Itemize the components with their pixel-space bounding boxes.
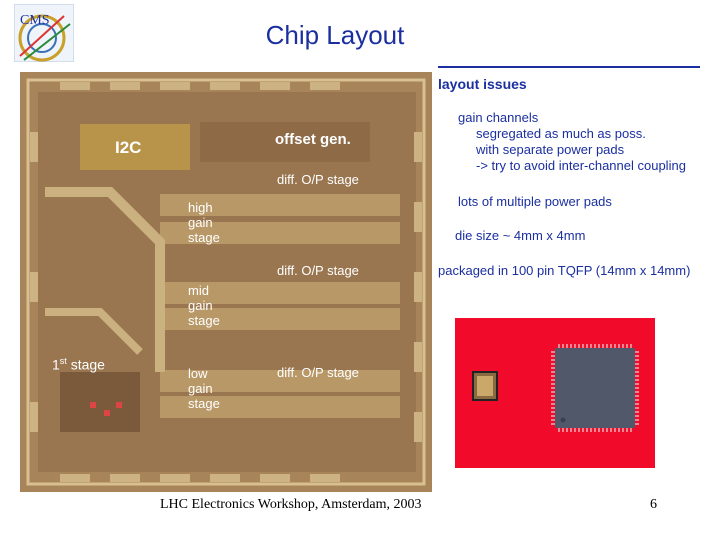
note-line: -> try to avoid inter-channel coupling <box>476 158 686 173</box>
gain-channels-note: gain channels segregated as much as poss… <box>458 110 718 174</box>
issues-heading: layout issues <box>438 76 527 92</box>
die-photo: I2C offset gen. diff. O/P stage high gai… <box>20 72 432 492</box>
page-number: 6 <box>650 497 657 512</box>
label-line: stage <box>188 230 220 245</box>
label-line: mid <box>188 283 209 298</box>
die-label-diff-op-1: diff. O/P stage <box>277 172 359 187</box>
package-photo <box>455 318 655 468</box>
die-label-first-stage: 1st stage <box>52 354 105 373</box>
note-line: segregated as much as poss. <box>476 126 646 141</box>
package-note: packaged in 100 pin TQFP (14mm x 14mm) <box>438 263 691 278</box>
title-rule <box>438 66 700 68</box>
footer-text: LHC Electronics Workshop, Amsterdam, 200… <box>160 497 422 512</box>
die-size-note: die size ~ 4mm x 4mm <box>455 228 586 243</box>
die-label-low-gain: low gain stage <box>188 366 220 411</box>
label-line: stage <box>188 396 220 411</box>
die-layout-graphic <box>20 72 432 492</box>
die-label-offset: offset gen. <box>275 131 351 148</box>
svg-text:CMS: CMS <box>20 13 50 28</box>
label-part: 1 <box>52 356 60 373</box>
label-line: low <box>188 366 208 381</box>
die-label-diff-op-2: diff. O/P stage <box>277 263 359 278</box>
label-line: stage <box>188 313 220 328</box>
label-part: stage <box>66 356 105 373</box>
note-line: with separate power pads <box>476 142 625 157</box>
page-title: Chip Layout <box>265 20 405 50</box>
cms-logo: CMS <box>14 4 74 62</box>
power-pads-note: lots of multiple power pads <box>458 194 612 209</box>
die-label-diff-op-3: diff. O/P stage <box>277 365 359 380</box>
label-line: high <box>188 200 213 215</box>
label-line: gain <box>188 215 213 230</box>
die-label-mid-gain: mid gain stage <box>188 283 220 328</box>
die-label-i2c: I2C <box>115 138 142 157</box>
label-sup: st <box>59 356 67 366</box>
die-label-high-gain: high gain stage <box>188 200 220 245</box>
label-line: gain <box>188 298 213 313</box>
note-line: gain channels <box>458 110 539 125</box>
label-line: gain <box>188 381 213 396</box>
